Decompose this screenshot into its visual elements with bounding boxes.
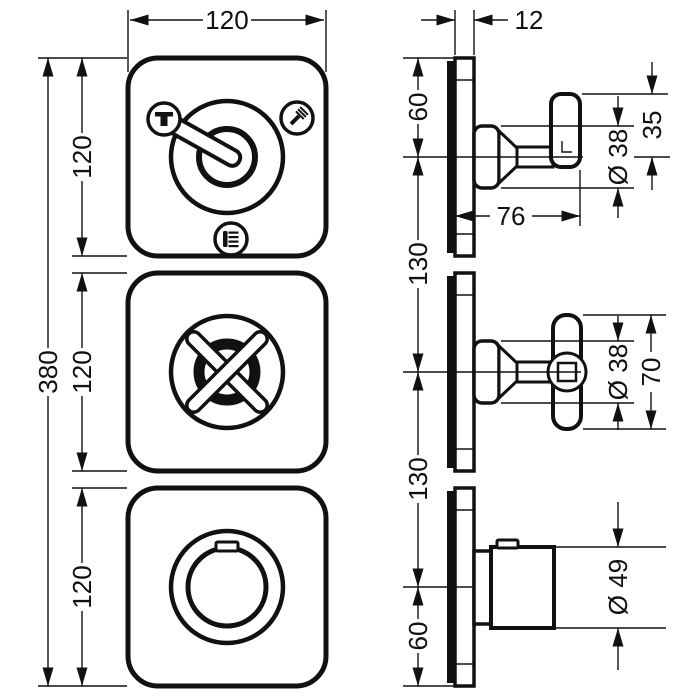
dim-lever-hub-diameter: Ø 38 <box>603 96 633 218</box>
dim-top-center-offset: 60 <box>403 58 433 157</box>
dim-lever-top-height-label: 35 <box>637 111 667 140</box>
cross-arm-2 <box>185 330 269 414</box>
thermostat-ring <box>185 545 269 629</box>
dimensions: 120 12 380 120 120 120 <box>33 5 667 686</box>
dim-center-spacing-bottom: 130 <box>403 372 433 587</box>
dim-module-height-middle-label: 120 <box>67 350 97 393</box>
dim-module-height-top-label: 120 <box>67 135 97 178</box>
dim-module-height-top: 120 <box>67 58 97 256</box>
overhead-shower-icon <box>146 101 182 137</box>
cross-handle-front <box>168 313 286 431</box>
front-view <box>125 55 329 689</box>
dim-module-height-middle: 120 <box>67 273 97 471</box>
body-spray-icon <box>213 221 249 257</box>
lever-grip-mark <box>561 141 572 153</box>
dim-knob-diameter: Ø 49 <box>603 502 633 670</box>
hand-shower-icon <box>279 100 315 136</box>
thermostat-grip-tab <box>214 540 240 553</box>
dim-front-width: 120 <box>130 5 324 35</box>
thermostat-knob-side <box>472 538 556 630</box>
dim-cross-handle-height: 70 <box>636 315 666 429</box>
dim-lever-projection: 76 <box>455 201 580 231</box>
dim-total-height-label: 380 <box>33 350 63 393</box>
dim-top-center-offset-label: 60 <box>403 93 433 122</box>
diverter-lever-front <box>146 98 315 257</box>
dim-bottom-center-offset-label: 60 <box>403 622 433 651</box>
knob-grip-tab <box>495 538 520 550</box>
dim-lever-projection-label: 76 <box>497 201 526 231</box>
dim-plate-thickness: 12 <box>421 5 543 35</box>
dim-cross-hub-diameter-label: Ø 38 <box>603 344 633 400</box>
dim-cross-handle-height-label: 70 <box>636 358 666 387</box>
dim-total-height: 380 <box>33 58 63 686</box>
dim-cross-hub-diameter: Ø 38 <box>603 316 633 430</box>
dim-center-spacing-bottom-label: 130 <box>403 457 433 500</box>
dim-knob-diameter-label: Ø 49 <box>603 559 633 615</box>
dim-bottom-center-offset: 60 <box>403 587 433 686</box>
thermostat-dial-front <box>168 528 286 646</box>
lever-handle-side <box>472 92 582 190</box>
dim-module-height-bottom-label: 120 <box>67 565 97 608</box>
dim-lever-hub-diameter-label: Ø 38 <box>603 129 633 185</box>
dim-center-spacing-top-label: 130 <box>403 242 433 285</box>
dim-plate-thickness-label: 12 <box>515 5 544 35</box>
dim-front-width-label: 120 <box>205 5 248 35</box>
cross-hub-ring <box>193 338 261 406</box>
dim-center-spacing-top: 130 <box>403 157 433 372</box>
dim-module-height-bottom: 120 <box>67 488 97 686</box>
dim-lever-top-height: 35 <box>637 62 667 190</box>
